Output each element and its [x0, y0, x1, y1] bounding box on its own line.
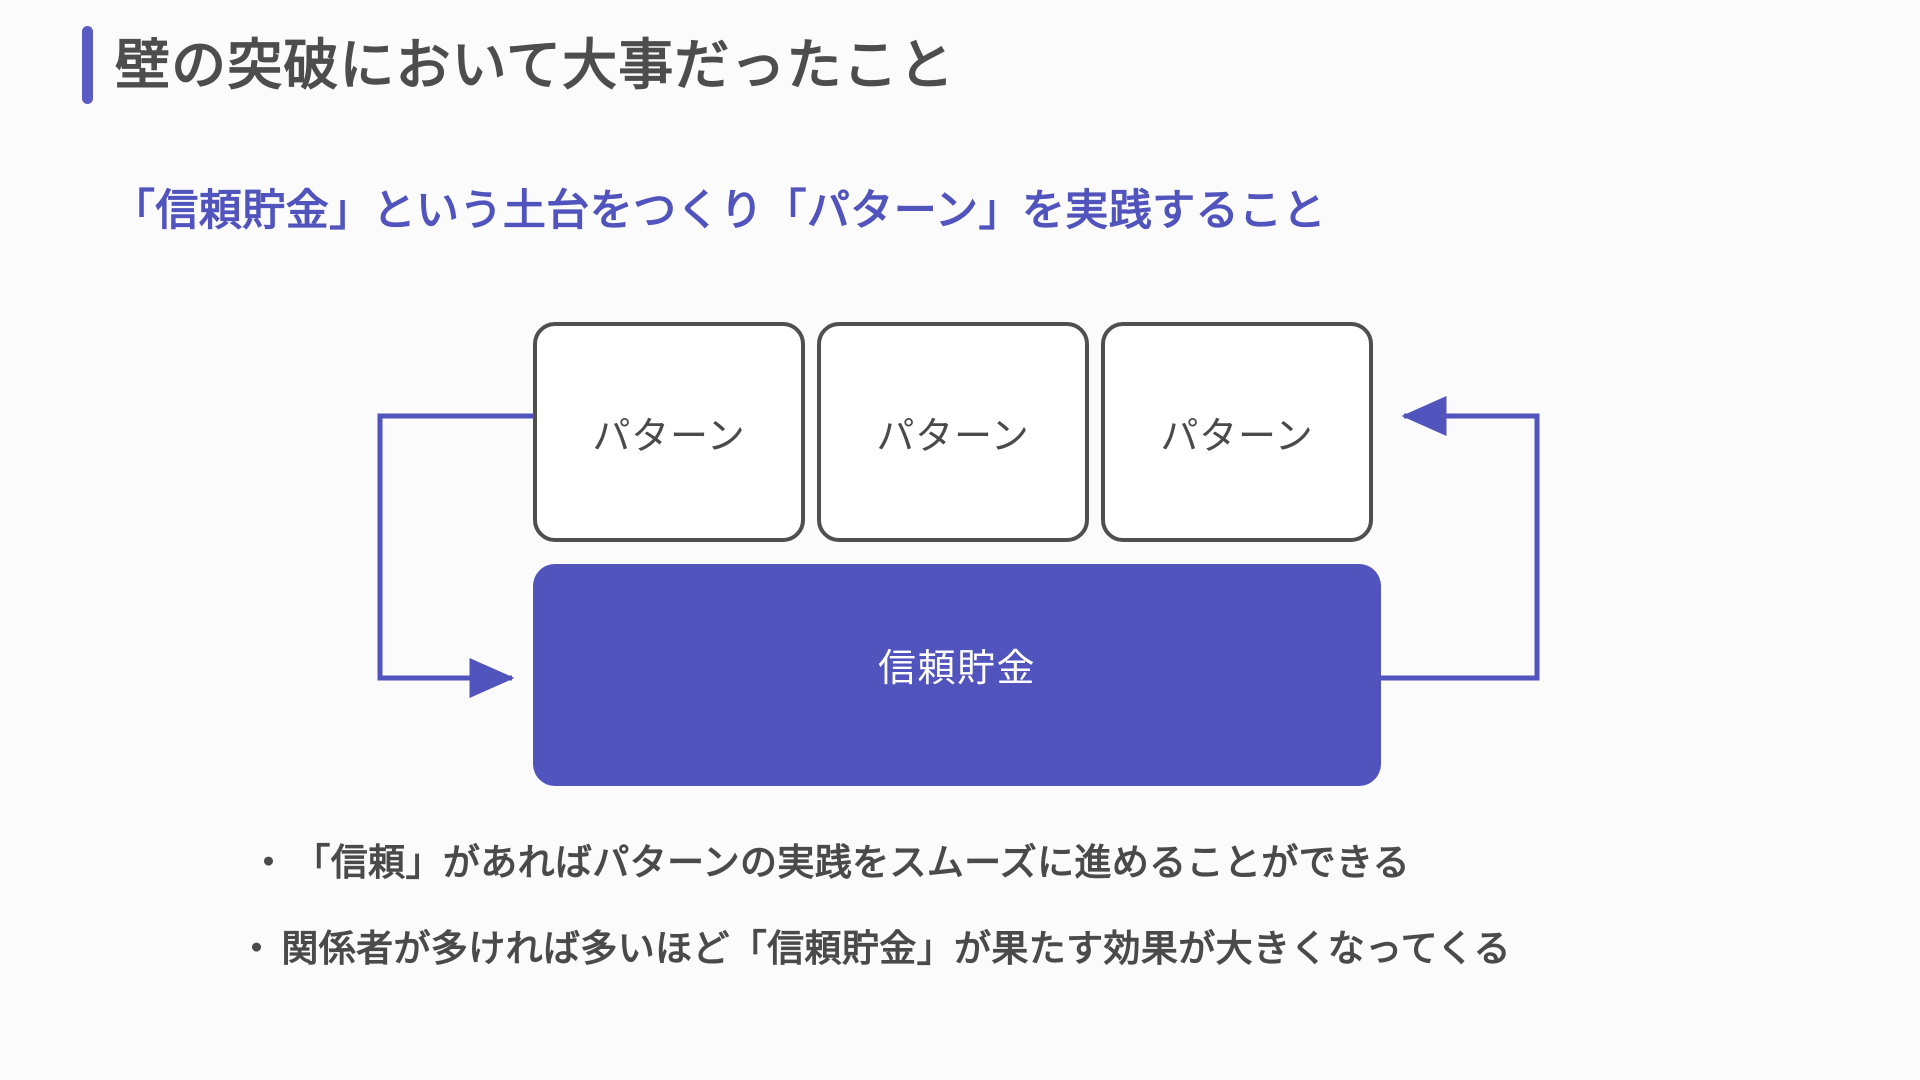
foundation-box-label: 信頼貯金: [877, 647, 1037, 690]
left-arrow-into-foundation: [377, 413, 533, 698]
bullet-list: ・ 「信頼」があればパターンの実践をスムーズに進めることができる ・ 関係者が多…: [238, 840, 1750, 1013]
page-title: 壁の突破において大事だったこと: [82, 26, 955, 104]
bullet-marker: ・: [238, 928, 276, 970]
pattern-box-3-label: パターン: [1160, 415, 1314, 458]
bullet-item-2-text: 関係者が多ければ多いほど「信頼貯金」が果たす効果が大きくなってくる: [281, 928, 1511, 970]
pattern-box-3: パターン: [1101, 322, 1373, 542]
foundation-box: 信頼貯金: [533, 564, 1381, 786]
pattern-box-1: パターン: [533, 322, 805, 542]
diagram: パターン パターン パターン 信頼貯金: [0, 300, 1920, 800]
pattern-box-row: パターン パターン パターン: [533, 322, 1373, 542]
pattern-box-1-label: パターン: [592, 415, 746, 458]
bullet-marker: ・: [250, 842, 288, 883]
bullet-item-2: ・ 関係者が多ければ多いほど「信頼貯金」が果たす効果が大きくなってくる: [238, 926, 1750, 972]
subtitle-text: 「信頼貯金」という土台をつくり「パターン」を実践すること: [112, 187, 1326, 235]
title-text: 壁の突破において大事だったこと: [115, 33, 955, 96]
title-accent-bar: [82, 26, 93, 104]
pattern-box-2-label: パターン: [876, 415, 1030, 458]
right-arrow-into-pattern: [1381, 396, 1540, 681]
diagram-arrows: [377, 396, 1540, 698]
bullet-item-1-text: 「信頼」があればパターンの実践をスムーズに進めることができる: [293, 842, 1411, 883]
bullet-item-1: ・ 「信頼」があればパターンの実践をスムーズに進めることができる: [250, 840, 1750, 886]
pattern-box-2: パターン: [817, 322, 1089, 542]
